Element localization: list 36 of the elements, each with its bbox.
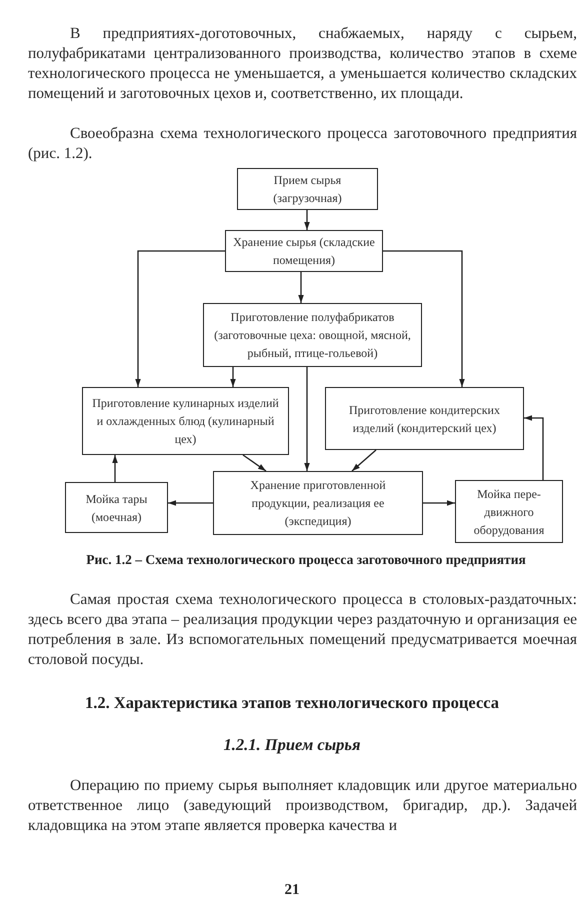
box-label: Мойка пере-движного оборудования: [472, 486, 546, 538]
arrow: [135, 250, 225, 387]
arrow: [304, 367, 310, 471]
process-box: [237, 168, 378, 210]
process-box: [65, 482, 168, 533]
box-label: Приготовление кулинарных изделий и охлажденных блюд (кулинарный цех): [91, 395, 280, 448]
arrow: [352, 450, 376, 472]
process-box: [455, 480, 563, 543]
arrow: [383, 250, 465, 387]
paragraph: В предприятиях-доготовочных, снабжаемых, наряду с сырьем, полуфабрикатами централизованного производства, количество этапов в схеме технологического процесса не уменьшается, а уменьшается количество складских помещений и заготовочных цехов и, соответственно, их площади.: [28, 24, 577, 104]
arrow: [423, 500, 455, 506]
box-label: Мойка тары (моечная): [84, 490, 148, 526]
box-label: Хранение сырья (складские помещения): [232, 234, 376, 269]
process-box: [82, 387, 289, 455]
box-label: Хранение приготовленной продукции, реализация ее (экспедиция): [249, 477, 387, 530]
process-box: [225, 230, 383, 272]
arrow: [168, 500, 213, 506]
arrow: [112, 455, 118, 482]
figure-caption: Рис. 1.2 – Схема технологического процесса заготовочного предприятия: [85, 552, 527, 568]
box-label: Приготовление кондитерских изделий (кондитерский цех): [348, 402, 501, 436]
subsection-heading: 1.2.1. Прием сырья: [222, 735, 362, 755]
page-number: 21: [284, 881, 300, 900]
arrow: [524, 415, 544, 480]
arrow: [304, 210, 310, 230]
box-label: Прием сырья (загрузочная): [272, 172, 343, 207]
process-box: [213, 471, 423, 535]
paragraph: Своеобразна схема технологического процесса заготовочного предприятия (рис. 1.2).: [28, 124, 577, 164]
box-label: Приготовление полуфабрикатов (заготовочные цеха: овощной, мясной, рыбный, птице-гольевой): [213, 309, 412, 362]
arrow: [242, 454, 266, 472]
process-box: [325, 387, 524, 450]
process-box: [203, 303, 422, 367]
paragraph: Операцию по приему сырья выполняет кладовщик или другое материально ответственное лицо (заведующий производством, бригадир, др.). Задачей кладовщика на этом этапе является проверка качества и: [28, 776, 577, 836]
arrow: [298, 272, 304, 303]
section-heading: 1.2. Характеристика этапов технологического процесса: [84, 693, 500, 713]
arrow: [230, 367, 236, 387]
paragraph: Самая простая схема технологического процесса в столовых-раздаточных: здесь всего два этапа – реализация продукции через раздаточную и организация ее потребления в зале. Из вспомогательных помещений предусматривается моечная столовой посуды.: [28, 590, 577, 670]
